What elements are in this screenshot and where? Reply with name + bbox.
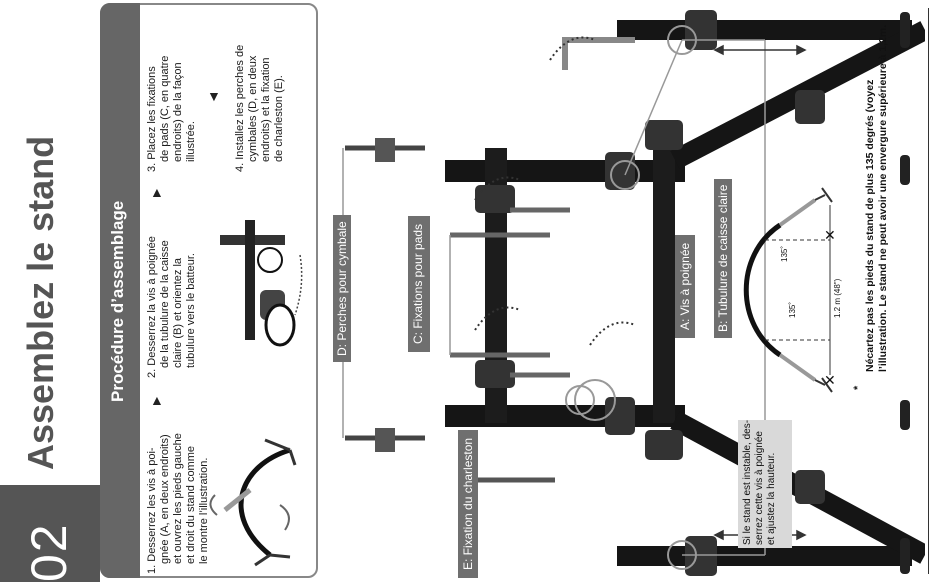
rack-crossbar-right [653, 148, 675, 423]
step-line: illustrée. [185, 121, 197, 162]
stand-assembly-diagram: 135˚ 135˚ 1.2 m (48") ✕ ✕ [342, 10, 925, 576]
step-line: Placez les fixations [146, 66, 158, 160]
label-pad-mounts: C: Fixations pour pads [408, 215, 430, 352]
step-line: endroits) de la façon [172, 62, 184, 162]
step-line: de la tubulure de la caisse [159, 240, 171, 368]
page-title: Assemblez le stand [20, 135, 61, 470]
footnote: Nécartez pas les pieds du stand de plus … [864, 24, 889, 372]
step-number: 4. [234, 162, 246, 172]
step-line: de pads (C, en quatre [159, 55, 171, 162]
step-4: 4. Installez les perches de cymbales (D,… [234, 45, 286, 172]
stability-note-box [738, 420, 792, 548]
next-arrow-icon: ▲ [150, 184, 164, 200]
step-2: 2. Desserrez la vis à poignée de la tubu… [146, 236, 198, 378]
step-2-illustration [220, 220, 303, 347]
step-line: Desserrez les vis à poi- [146, 447, 158, 562]
step-line: endroits) et la fixation [260, 57, 272, 162]
label-handle-screw: A: Vis à poignée [675, 234, 695, 338]
span-label: 1.2 m (48") [833, 278, 842, 318]
rack-bar-upper [445, 160, 685, 182]
note-line: Si le stand est instable, des- [742, 419, 753, 545]
step-1-illustration [209, 438, 297, 567]
step-line: gnée (A, en deux endroits) [159, 434, 171, 564]
step-line: et ouvrez les pieds gauche [172, 433, 184, 564]
cross-marker: ✕ [824, 372, 836, 388]
step-number: 2. [146, 368, 158, 378]
label-cymbal-arms: D: Perches pour cymbale [333, 215, 351, 362]
next-arrow-icon: ▲ [150, 392, 164, 408]
label-snare-tube: B: Tubulure de caisse claire [714, 178, 732, 338]
page-edge-rule [928, 8, 929, 574]
step-number: 1. [146, 564, 158, 574]
procedure-title-bar [100, 3, 140, 578]
rack-bar-lower [445, 405, 685, 427]
step-3: 3. Placez les fixations de pads (C, en q… [146, 56, 198, 172]
procedure-title: Procédure d’assemblage [108, 200, 127, 402]
chapter-badge [0, 485, 100, 582]
step-line: de charleston (E). [273, 75, 285, 162]
note-line: et ajustez la hauteur. [766, 452, 777, 545]
step-number: 3. [146, 162, 158, 172]
footnote-star: * [852, 385, 864, 390]
step-line: tubulure vers le batteur. [185, 253, 197, 368]
angle-label-2: 135˚ [788, 302, 797, 318]
step-line: Installez les perches de [234, 44, 246, 160]
angle-label-1: 135˚ [780, 246, 789, 262]
note-line: serrez cette vis à poignée [754, 431, 765, 545]
cross-marker: ✕ [824, 227, 836, 243]
label-hihat-mount: E: Fixation du charleston [458, 429, 478, 578]
stability-note: Si le stand est instable, des- serrez ce… [742, 417, 778, 545]
chapter-number: 02 [21, 522, 77, 582]
step-line: claire (B) et orientez la [172, 257, 184, 368]
angle-diagram [743, 187, 833, 393]
next-arrow-icon: ▲ [207, 90, 221, 106]
step-line: Desserrez la vis à poignée [146, 236, 158, 366]
step-line: cymbales (D, en deux [247, 55, 259, 162]
